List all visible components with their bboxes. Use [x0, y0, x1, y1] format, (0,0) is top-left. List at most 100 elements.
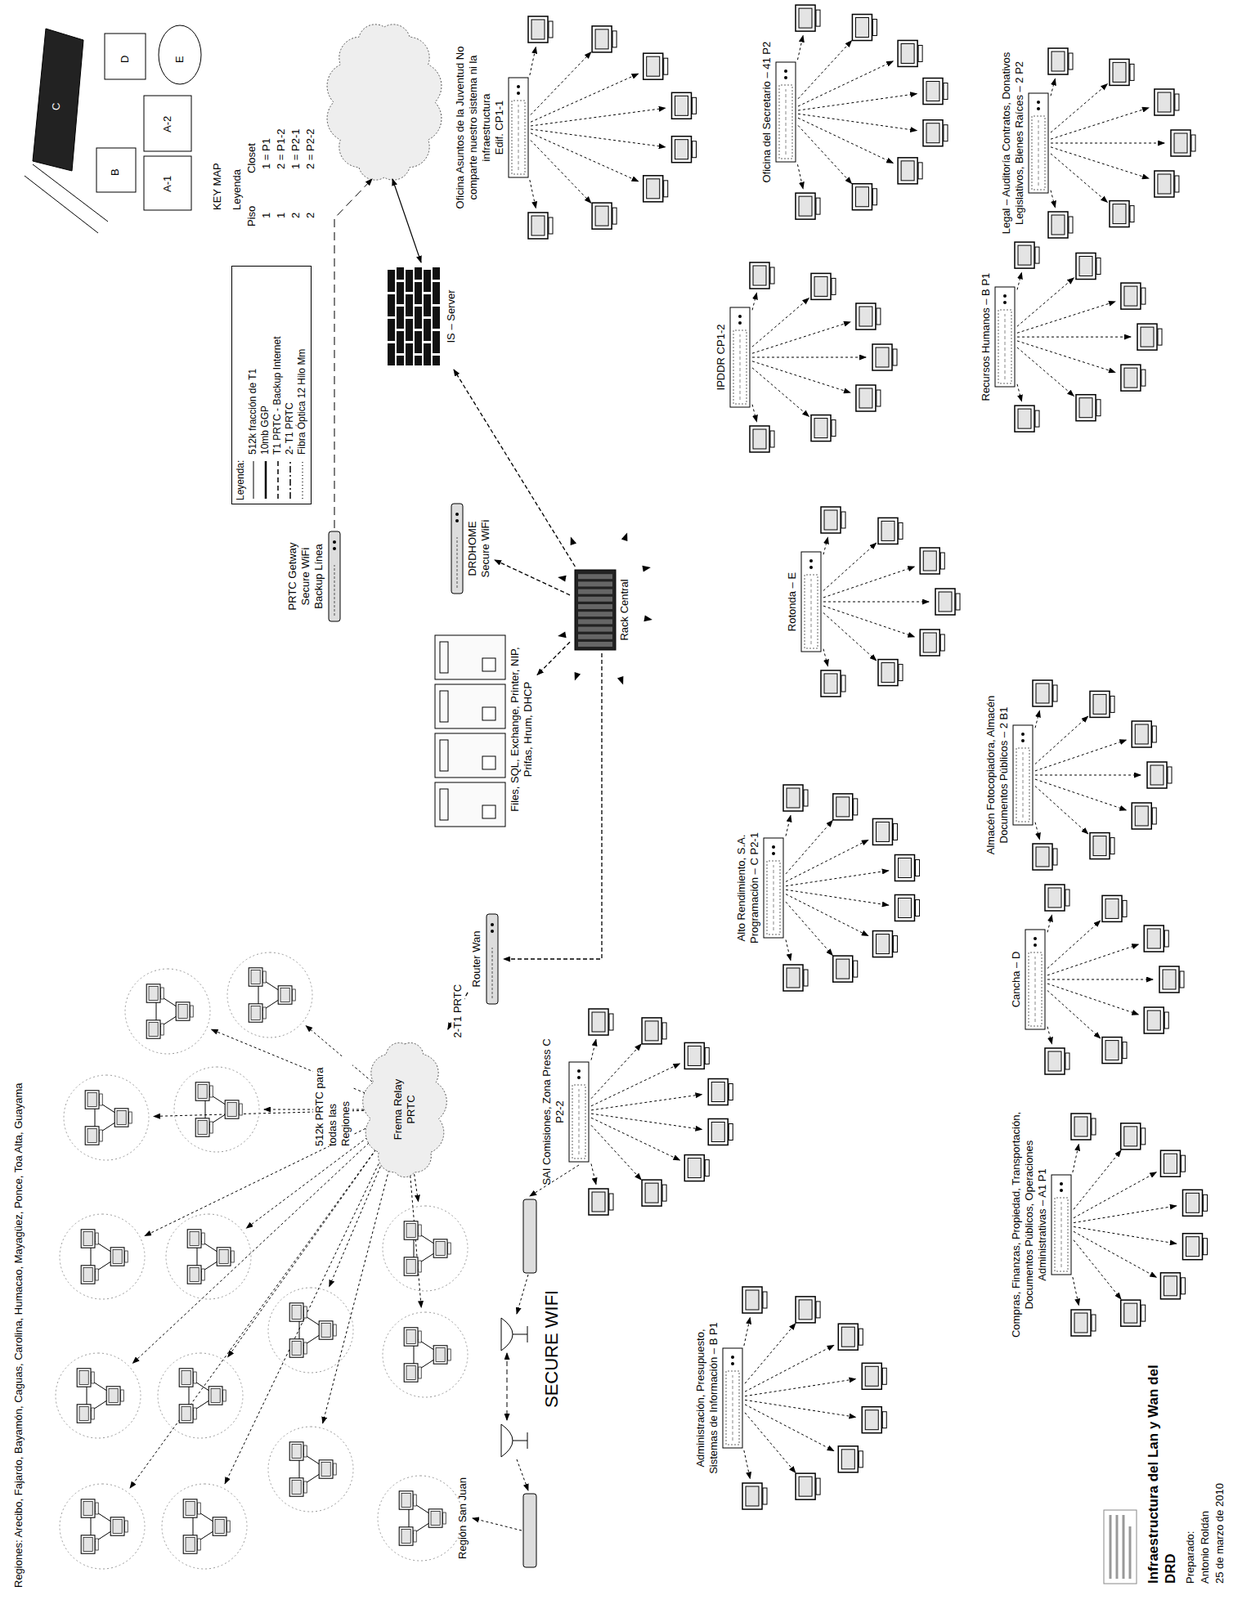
keyboard: [548, 21, 553, 38]
computer-icon: [1182, 1189, 1207, 1216]
keyboard: [704, 1160, 709, 1177]
monitor: [528, 212, 548, 239]
firewall-icon: [396, 355, 404, 366]
screen: [786, 788, 800, 808]
computer-icon: [179, 1404, 197, 1423]
monitor: [919, 629, 940, 656]
keyboard: [304, 1481, 308, 1494]
keyboard: [1096, 399, 1101, 417]
firewall-icon: [432, 282, 440, 305]
screen: [745, 1290, 759, 1310]
computer-icon: [833, 793, 858, 821]
lan-link: [1047, 944, 1139, 976]
monitor: [195, 1118, 210, 1137]
server-node: Files, SQL, Exchange, Printer, NIP, Prif…: [431, 630, 535, 829]
text-label: 2 = P1-2: [274, 128, 288, 170]
monitor: [80, 1265, 95, 1284]
monitor: [923, 78, 943, 105]
keyboard: [201, 1268, 206, 1281]
legend-text: 10mb GGP: [259, 405, 272, 455]
switch-closet: [732, 1375, 734, 1441]
screen: [865, 1366, 879, 1386]
computer-icon: [1071, 1309, 1096, 1337]
firewall-icon: [396, 267, 404, 280]
network-device: [490, 929, 494, 933]
network-device: [334, 564, 336, 616]
keyboard: [99, 1094, 104, 1106]
computer-icon: [289, 1303, 307, 1322]
legend-box: Leyenda:512k fracción de T110mb GGPT1 PR…: [231, 265, 312, 505]
screen: [645, 1021, 659, 1041]
lan-link: [798, 61, 893, 107]
screen: [189, 1268, 199, 1283]
switch-closet: [511, 100, 525, 175]
computer-icon: [278, 986, 296, 1005]
switch-node: Rotonda – E: [785, 551, 824, 653]
screen: [1185, 1192, 1199, 1213]
computer-icon: [106, 1386, 124, 1405]
computer-icon: [588, 1008, 614, 1036]
switch-closet: [1013, 725, 1033, 826]
lan-link: [744, 1318, 750, 1346]
screen: [1163, 1153, 1177, 1174]
monitor: [591, 202, 612, 229]
keyboard: [1129, 206, 1135, 223]
rack-icon: [578, 581, 613, 587]
keyboard: [210, 1085, 214, 1098]
firewall-icon: [432, 267, 440, 280]
wan-link: [410, 1175, 422, 1308]
rack-arrow: [557, 631, 567, 638]
wifi-link: [516, 1459, 529, 1491]
computer-icon: [1032, 843, 1058, 870]
node-label: Frema Relay PRTC: [391, 1064, 418, 1155]
computer-icon: [175, 1002, 193, 1021]
switch-closet: [1054, 1197, 1068, 1272]
firewall-icon: [414, 282, 422, 305]
device-node: Router Wan: [470, 913, 502, 1005]
computer-icon: [1131, 802, 1157, 830]
computer-icon: [671, 92, 696, 119]
lan-link: [530, 140, 592, 204]
computer-icon: [749, 262, 775, 289]
monitor: [1044, 1048, 1065, 1075]
keyboard: [227, 1520, 231, 1533]
lan-link: [785, 901, 833, 956]
computer-icon: [1109, 58, 1135, 86]
screen: [814, 418, 828, 439]
screen: [83, 1232, 93, 1247]
screen: [1185, 1237, 1199, 1257]
keyboard: [1180, 1155, 1185, 1172]
monitor: [1160, 1273, 1180, 1300]
screen: [591, 1192, 606, 1212]
computer-icon: [1109, 201, 1135, 228]
keyboard: [728, 1084, 733, 1101]
computer-icon: [838, 1323, 863, 1350]
keyboard: [876, 390, 881, 407]
switch-closet: [1025, 929, 1045, 1030]
monitor: [861, 1363, 882, 1390]
switch-closet: [726, 1371, 740, 1445]
computer-icon: [1143, 1007, 1169, 1034]
connector: [537, 641, 570, 675]
computer-icon: [923, 120, 948, 147]
network-device: [327, 530, 342, 623]
lan-link: [1017, 347, 1074, 396]
screen: [178, 1004, 188, 1019]
lan-link: [823, 537, 828, 555]
keyboard: [853, 960, 858, 978]
screen: [83, 1268, 93, 1283]
keyboard: [662, 1184, 667, 1202]
keyboard: [892, 936, 897, 953]
switch-closet: [1035, 956, 1036, 1023]
lan-link: [1017, 340, 1116, 373]
computer-icon: [684, 1042, 709, 1069]
firewall-icon: [385, 265, 444, 368]
network-device: [449, 502, 465, 595]
monitor: [749, 425, 770, 453]
rack-icon: [578, 604, 613, 610]
monitor: [248, 1004, 263, 1023]
wan-link: [130, 1149, 377, 1489]
legend-text: 512k fracción de T1: [246, 368, 260, 455]
monitor: [1143, 1007, 1164, 1034]
logo-lines: [1110, 1515, 1130, 1579]
